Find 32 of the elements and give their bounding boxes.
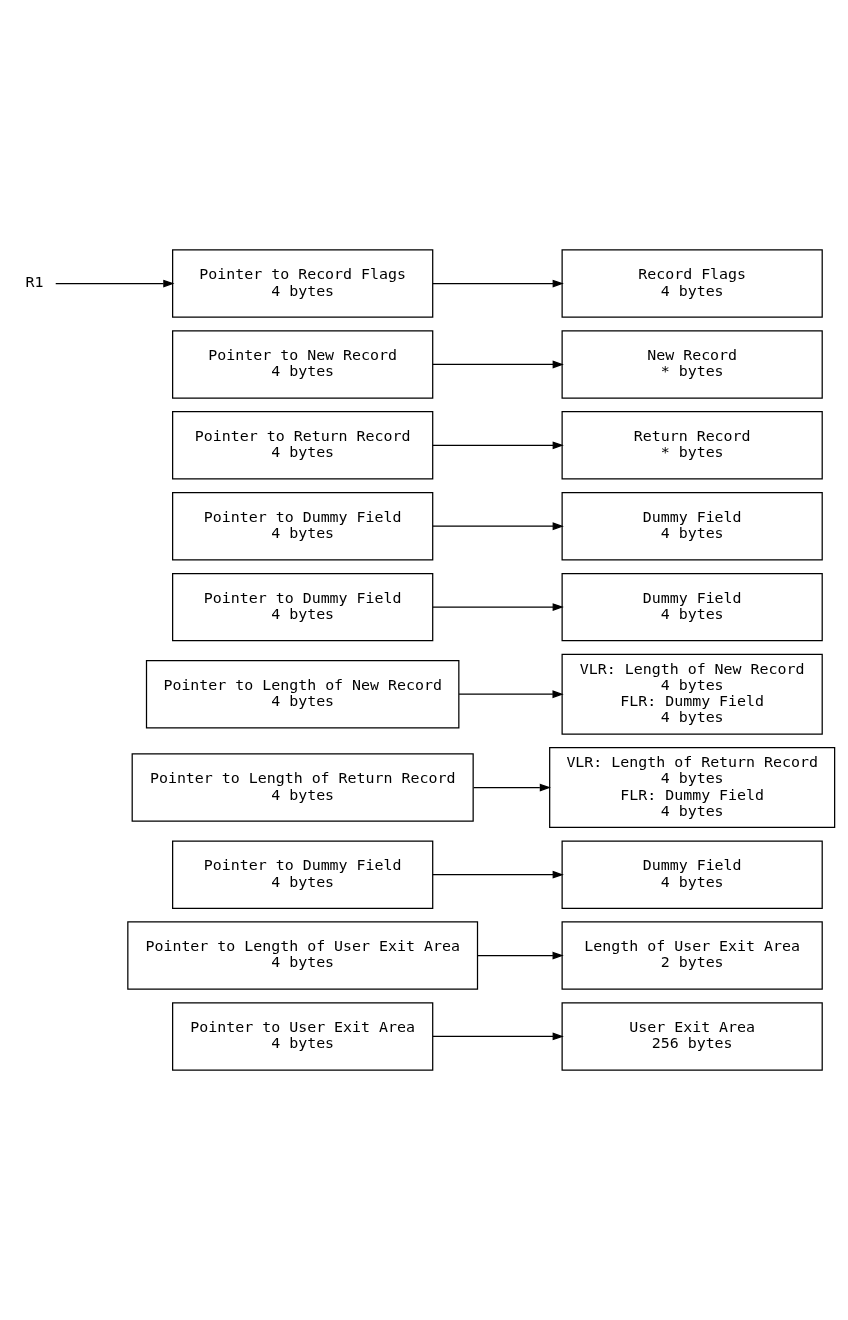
node-box: Pointer to Dummy Field 4 bytes bbox=[172, 492, 434, 561]
node-box: New Record * bytes bbox=[561, 330, 823, 399]
node-box: Pointer to Dummy Field 4 bytes bbox=[172, 572, 434, 642]
arrow bbox=[432, 360, 564, 369]
node-box: VLR: Length of New Record 4 bytes FLR: Dummy Field 4 bytes bbox=[561, 653, 823, 735]
node-box: Dummy Field 4 bytes bbox=[561, 492, 823, 561]
node-box: Pointer to Length of Return Record 4 bytes bbox=[131, 753, 474, 822]
arrow bbox=[432, 603, 564, 612]
node-box: Pointer to New Record 4 bytes bbox=[172, 330, 434, 399]
node-box: Dummy Field 4 bytes bbox=[561, 572, 823, 642]
node-box: Pointer to Return Record 4 bytes bbox=[172, 411, 434, 480]
node-box: Pointer to Record Flags 4 bytes bbox=[172, 249, 434, 318]
arrow bbox=[473, 783, 551, 792]
node-box: Length of User Exit Area 2 bytes bbox=[561, 921, 823, 990]
arrow bbox=[55, 279, 175, 288]
node-box: VLR: Length of Return Record 4 bytes FLR: Dummy Field 4 bytes bbox=[549, 747, 836, 828]
node-box: Return Record * bytes bbox=[561, 411, 823, 480]
node-box: Pointer to Length of User Exit Area 4 bytes bbox=[127, 921, 479, 990]
node-box: Dummy Field 4 bytes bbox=[561, 840, 823, 909]
arrow bbox=[458, 690, 564, 699]
arrow bbox=[432, 870, 564, 879]
node-box: Pointer to Length of New Record 4 bytes bbox=[145, 660, 460, 729]
arrow bbox=[432, 441, 564, 450]
arrow bbox=[432, 1032, 564, 1041]
node-text: R1 bbox=[25, 273, 44, 292]
arrow bbox=[432, 279, 564, 288]
node-box: User Exit Area 256 bytes bbox=[561, 1002, 823, 1071]
arrow bbox=[477, 951, 564, 960]
node-box: Pointer to User Exit Area 4 bytes bbox=[172, 1002, 434, 1071]
node-box: Record Flags 4 bytes bbox=[561, 249, 823, 318]
node-box: Pointer to Dummy Field 4 bytes bbox=[172, 840, 434, 909]
arrow bbox=[432, 522, 564, 531]
